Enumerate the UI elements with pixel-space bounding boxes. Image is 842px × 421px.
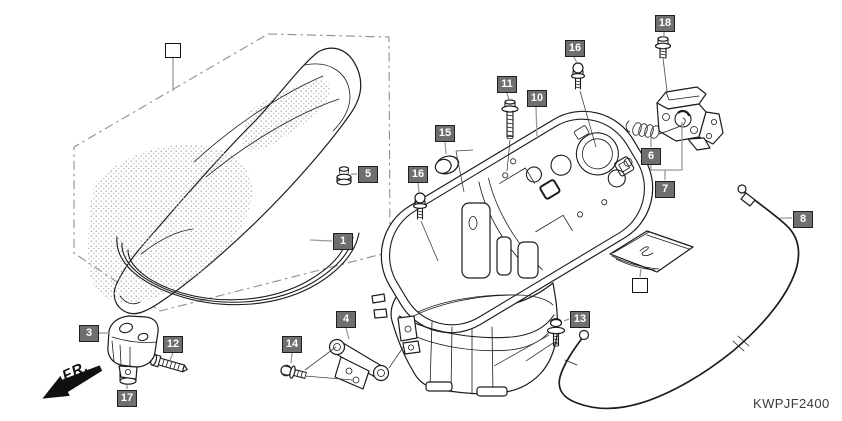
fr-direction-arrow: FR. <box>42 358 103 399</box>
part-callout-10[interactable]: 10 <box>527 90 547 107</box>
seat-trim-illustration <box>116 232 360 306</box>
hinge-4-illustration <box>328 338 390 390</box>
seat-reference-frame <box>73 33 391 312</box>
part-callout-4[interactable]: 4 <box>336 311 356 328</box>
part-callout-17[interactable]: 17 <box>117 390 137 407</box>
bolt-11-illustration <box>501 99 519 140</box>
bolt-12-illustration <box>150 353 188 373</box>
part-callout-3[interactable]: 3 <box>79 325 99 342</box>
seat-lock-illustration <box>656 86 724 151</box>
bolt-13-illustration <box>546 318 566 347</box>
seat-texture <box>87 144 253 304</box>
stud-16-upper-illustration <box>570 62 586 90</box>
bracket-3-illustration <box>107 315 159 380</box>
lock-spring-illustration <box>625 117 686 139</box>
assembly-lines <box>304 57 668 381</box>
reference-box-bag-ref <box>632 278 648 293</box>
part-callout-7[interactable]: 7 <box>655 181 675 198</box>
part-callout-15[interactable]: 15 <box>435 125 455 142</box>
seat-lock-cable-illustration <box>558 184 800 410</box>
part-callout-5[interactable]: 5 <box>358 166 378 183</box>
part-callout-16-left[interactable]: 16 <box>408 166 428 183</box>
reference-box-seat-ref <box>165 43 181 58</box>
bolt-14-illustration <box>280 364 307 379</box>
rubber-5-illustration <box>336 166 352 186</box>
part-callout-8[interactable]: 8 <box>793 211 813 228</box>
bolt-18-illustration <box>654 36 672 59</box>
part-callout-13[interactable]: 13 <box>570 311 590 328</box>
luggage-box-illustration <box>371 110 654 397</box>
cap-15-illustration <box>434 155 460 175</box>
part-callout-1[interactable]: 1 <box>333 233 353 250</box>
part-callout-18[interactable]: 18 <box>655 15 675 32</box>
part-callout-6[interactable]: 6 <box>641 148 661 165</box>
part-callout-12[interactable]: 12 <box>163 336 183 353</box>
seat-texture-2 <box>242 80 331 152</box>
part-callout-16-upper[interactable]: 16 <box>565 40 585 57</box>
document-bag-illustration <box>609 230 694 273</box>
part-callout-11[interactable]: 11 <box>497 76 517 93</box>
callout-leader-lines <box>99 32 792 389</box>
stud-16-left-illustration <box>412 192 428 220</box>
part-callout-14[interactable]: 14 <box>282 336 302 353</box>
diagram-code: KWPJF2400 <box>753 396 830 411</box>
